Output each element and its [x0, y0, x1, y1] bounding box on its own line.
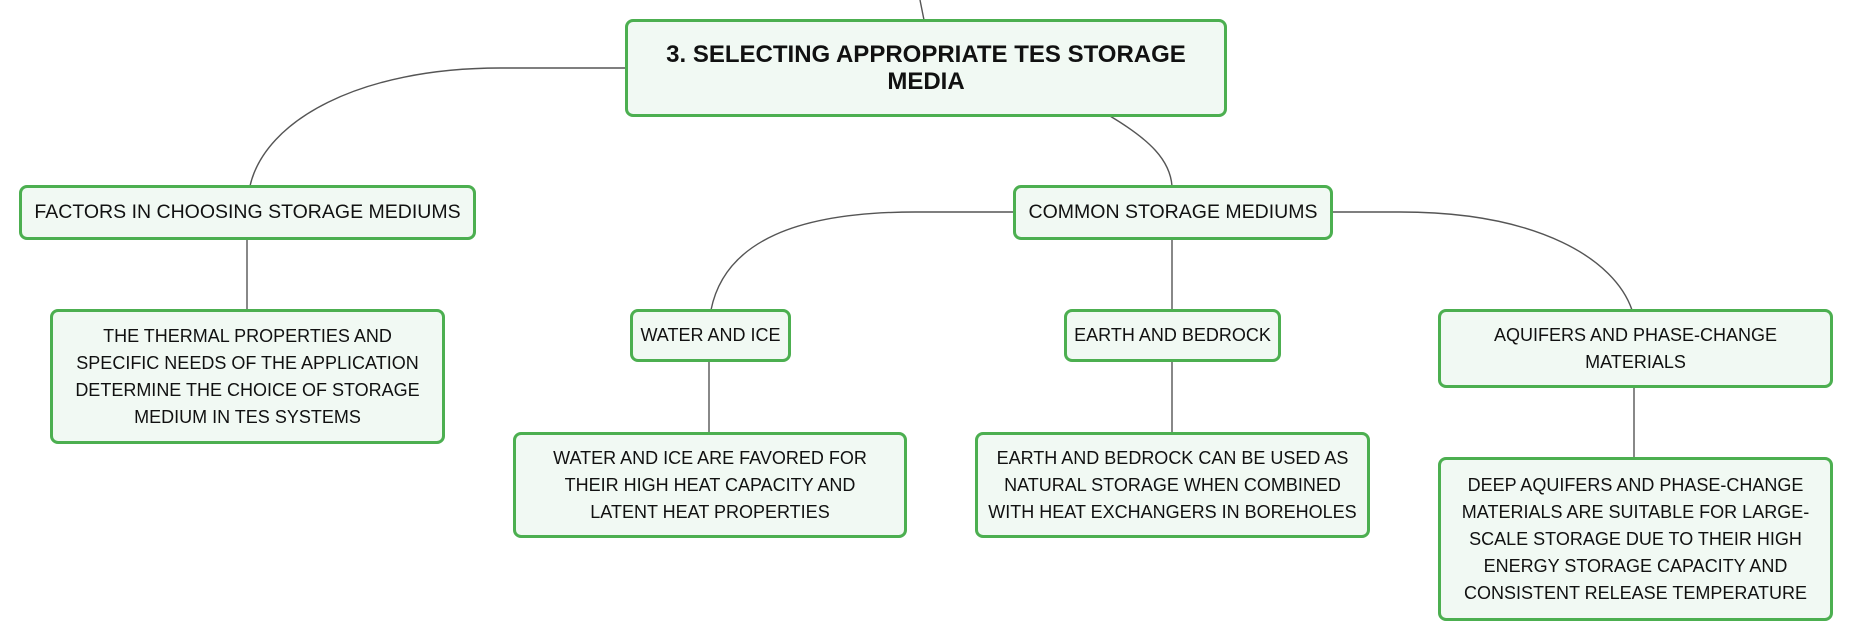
water-ice-label: WATER AND ICE — [640, 325, 781, 345]
factors-detail-text: THE THERMAL PROPERTIES AND SPECIFIC NEED… — [75, 325, 420, 427]
connector-common-to-aquifers — [1330, 211, 1633, 311]
connector-root-to-common — [1109, 115, 1173, 187]
water-ice-detail-node[interactable]: WATER AND ICE ARE FAVORED FOR THEIR HIGH… — [513, 432, 907, 538]
water-ice-detail-text: WATER AND ICE ARE FAVORED FOR THEIR HIGH… — [553, 447, 867, 522]
aquifers-pcm-label: AQUIFERS AND PHASE-CHANGE MATERIALS — [1493, 324, 1778, 372]
earth-bedrock-label: EARTH AND BEDROCK — [1074, 325, 1271, 345]
common-topic-label: COMMON STORAGE MEDIUMS — [1028, 201, 1318, 223]
connector-parent-to-root — [919, 0, 925, 21]
earth-bedrock-node[interactable]: EARTH AND BEDROCK — [1064, 309, 1281, 362]
root-topic-label: 3. SELECTING APPROPRIATE TES STORAGE MED… — [666, 41, 1186, 95]
connector-root-to-factors — [249, 67, 626, 187]
root-topic-node[interactable]: 3. SELECTING APPROPRIATE TES STORAGE MED… — [625, 19, 1227, 117]
earth-bedrock-detail-text: EARTH AND BEDROCK CAN BE USED AS NATURAL… — [988, 447, 1357, 522]
common-topic-node[interactable]: COMMON STORAGE MEDIUMS — [1013, 185, 1333, 240]
factors-topic-label: FACTORS IN CHOOSING STORAGE MEDIUMS — [34, 201, 461, 223]
factors-topic-node[interactable]: FACTORS IN CHOOSING STORAGE MEDIUMS — [19, 185, 476, 240]
aquifers-pcm-node[interactable]: AQUIFERS AND PHASE-CHANGE MATERIALS — [1438, 309, 1833, 388]
connector-common-to-water — [710, 211, 1015, 311]
aquifers-pcm-detail-text: DEEP AQUIFERS AND PHASE-CHANGE MATERIALS… — [1461, 474, 1810, 603]
aquifers-pcm-detail-node[interactable]: DEEP AQUIFERS AND PHASE-CHANGE MATERIALS… — [1438, 457, 1833, 621]
earth-bedrock-detail-node[interactable]: EARTH AND BEDROCK CAN BE USED AS NATURAL… — [975, 432, 1370, 538]
factors-detail-node[interactable]: THE THERMAL PROPERTIES AND SPECIFIC NEED… — [50, 309, 445, 444]
water-ice-node[interactable]: WATER AND ICE — [630, 309, 791, 362]
